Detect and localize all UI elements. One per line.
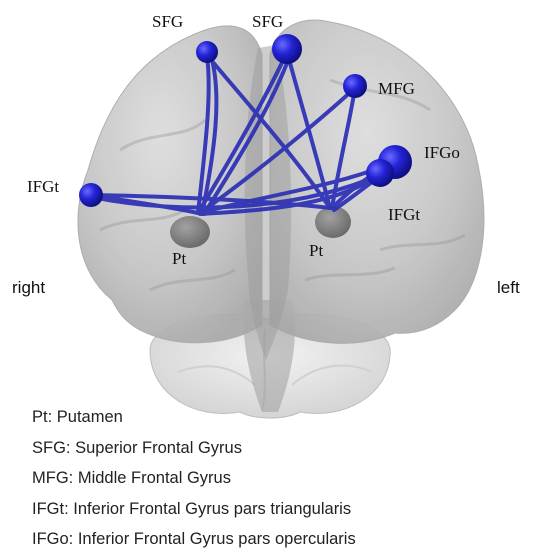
node-sfg-left bbox=[272, 34, 302, 64]
label-sfg-left: SFG bbox=[252, 12, 283, 31]
node-ifgt-left bbox=[366, 159, 394, 187]
putamen-right bbox=[170, 216, 210, 248]
label-ifgt-right: IFGt bbox=[27, 177, 59, 196]
label-ifgt-left: IFGt bbox=[388, 205, 420, 224]
label-sfg-right: SFG bbox=[152, 12, 183, 31]
label-ifgo: IFGo bbox=[424, 143, 460, 162]
legend-item-pt: Pt: Putamen bbox=[32, 402, 532, 433]
legend-item-sfg: SFG: Superior Frontal Gyrus bbox=[32, 433, 532, 464]
node-mfg bbox=[343, 74, 367, 98]
abbreviation-legend: Pt: Putamen SFG: Superior Frontal Gyrus … bbox=[32, 402, 532, 555]
label-mfg: MFG bbox=[378, 79, 415, 98]
legend-item-ifgo: IFGo: Inferior Frontal Gyrus pars opercu… bbox=[32, 524, 532, 555]
label-pt-left: Pt bbox=[309, 241, 323, 260]
legend-item-ifgt: IFGt: Inferior Frontal Gyrus pars triang… bbox=[32, 494, 532, 525]
node-ifgt-right bbox=[79, 183, 103, 207]
legend-item-mfg: MFG: Middle Frontal Gyrus bbox=[32, 463, 532, 494]
orientation-right-label: right bbox=[12, 278, 45, 297]
node-sfg-right bbox=[196, 41, 218, 63]
brain-hemisphere-right bbox=[78, 26, 262, 343]
orientation-left-label: left bbox=[497, 278, 520, 297]
label-pt-right: Pt bbox=[172, 249, 186, 268]
